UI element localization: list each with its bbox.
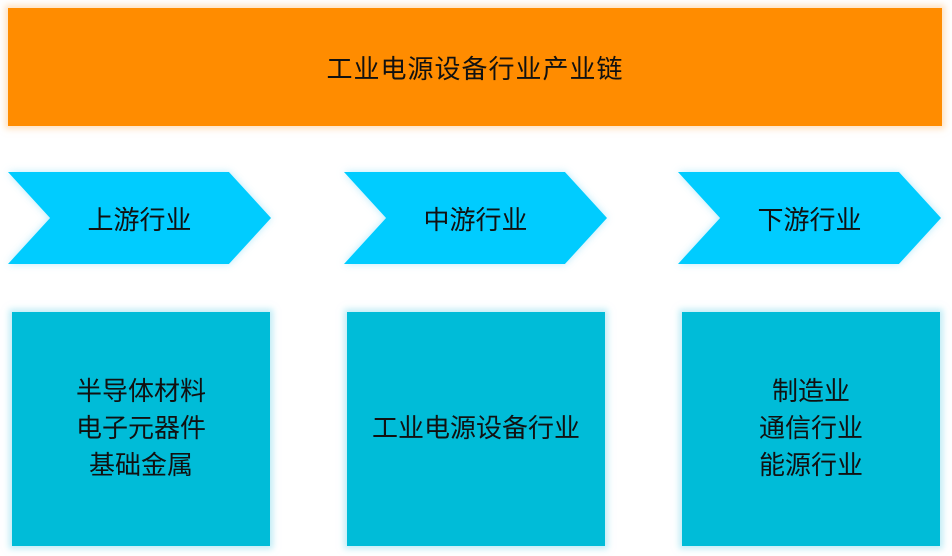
upstream-item-list: 半导体材料 电子元器件 基础金属 xyxy=(76,374,206,485)
downstream-item: 制造业 xyxy=(771,376,850,407)
upstream-stage-arrow: 上游行业 xyxy=(8,172,271,264)
downstream-item: 通信行业 xyxy=(758,413,863,444)
downstream-item: 能源行业 xyxy=(758,450,863,481)
midstream-arrow-shape xyxy=(344,172,607,264)
midstream-item-list: 工业电源设备行业 xyxy=(372,411,580,448)
midstream-stage-label: 中游行业 xyxy=(423,205,528,236)
downstream-stage-arrow: 下游行业 xyxy=(678,172,941,264)
downstream-stage-label: 下游行业 xyxy=(757,205,862,236)
downstream-arrow-shape xyxy=(678,172,941,264)
midstream-stage-arrow: 中游行业 xyxy=(344,172,607,264)
midstream-item: 工业电源设备行业 xyxy=(371,413,580,444)
upstream-item: 基础金属 xyxy=(88,450,193,481)
upstream-box: 半导体材料 电子元器件 基础金属 xyxy=(12,312,270,546)
industry-chain-title: 工业电源设备行业产业链 xyxy=(326,54,624,85)
industry-chain-title-bar: 工业电源设备行业产业链 xyxy=(8,8,942,126)
downstream-item-list: 制造业 通信行业 能源行业 xyxy=(759,374,863,485)
upstream-stage-label: 上游行业 xyxy=(87,205,192,236)
upstream-arrow-shape xyxy=(8,172,271,264)
downstream-box: 制造业 通信行业 能源行业 xyxy=(682,312,940,546)
midstream-box: 工业电源设备行业 xyxy=(347,312,605,546)
upstream-item: 半导体材料 xyxy=(75,376,206,407)
upstream-item: 电子元器件 xyxy=(75,413,206,444)
